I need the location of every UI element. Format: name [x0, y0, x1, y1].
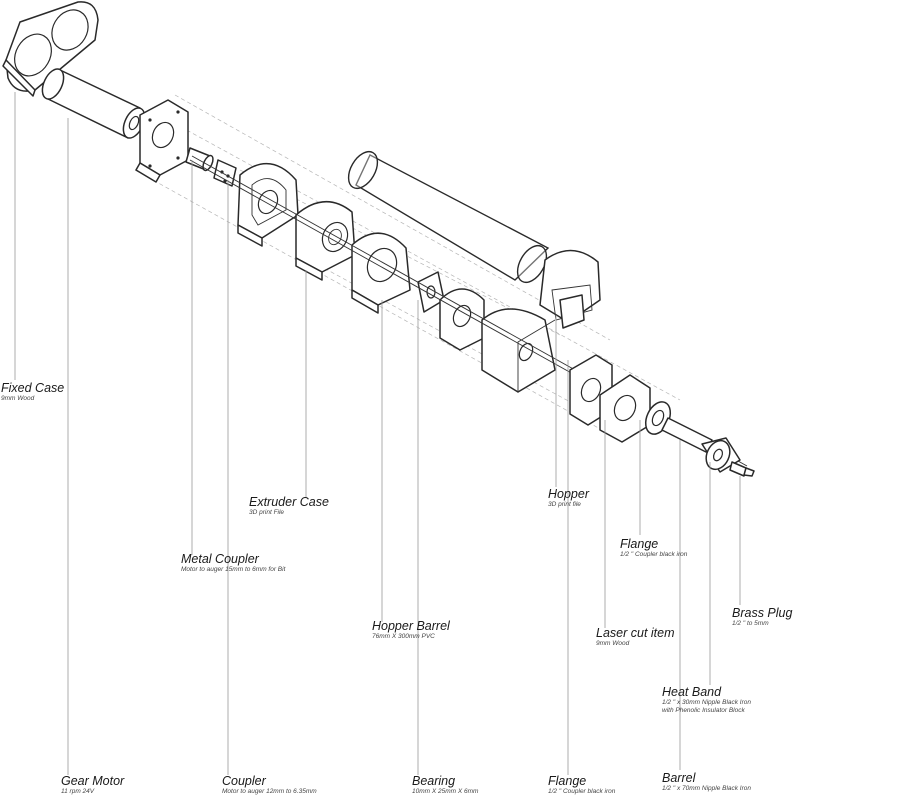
label-laser-cut-item: Laser cut item 9mm Wood: [596, 626, 675, 648]
label-subtitle: 9mm Wood: [1, 395, 35, 402]
label-brass-plug: Brass Plug 1/2 " to 5mm: [732, 606, 792, 628]
label-subtitle: 76mm X 300mm PVC: [372, 633, 435, 640]
label-title: Metal Coupler: [181, 552, 259, 566]
label-barrel: Barrel 1/2 " x 70mm Nipple Black Iron: [662, 771, 751, 793]
front-plate-part: [439, 288, 485, 351]
extruder-case-part: [237, 162, 299, 247]
label-coupler: Coupler Motor to auger 12mm to 6.35mm: [222, 774, 317, 796]
label-title: Brass Plug: [732, 606, 793, 620]
label-subtitle: 1/2 " to 5mm: [732, 620, 769, 627]
label-metal-coupler: Metal Coupler Motor to auger 15mm to 6mm…: [181, 552, 285, 574]
label-gear-motor: Gear Motor 11 rpm 24V: [61, 774, 124, 796]
gear-motor-part: [41, 68, 146, 139]
label-flange-upper: Flange 1/2 " Coupler black iron: [620, 537, 687, 559]
heat-band-part: [701, 437, 741, 473]
label-subtitle: 1/2 " Coupler black iron: [620, 551, 688, 558]
label-subtitle: Motor to auger 15mm to 6mm for Bit: [181, 566, 286, 573]
label-subtitle: 3D print file: [548, 501, 581, 508]
label-title: Hopper: [548, 487, 589, 501]
label-fixed-case: Fixed Case 9mm Wood: [1, 381, 64, 403]
motor-mount-plate-part: [135, 99, 189, 183]
bearing-housing-part: [351, 232, 411, 314]
brass-plug-part: [729, 461, 755, 477]
label-title: Flange: [620, 537, 659, 551]
label-title: Gear Motor: [61, 774, 125, 788]
label-subtitle: 10mm X 25mm X 6mm: [412, 788, 479, 795]
label-flange-lower: Flange 1/2 " Coupler black iron: [548, 774, 615, 796]
label-subtitle: 1/2 " x 30mm Nipple Black Iron: [662, 699, 752, 706]
label-subtitle: 9mm Wood: [596, 640, 630, 647]
fixed-case-part: [2, 1, 99, 97]
gear-housing-part: [295, 200, 356, 281]
label-title: Flange: [548, 774, 587, 788]
label-title: Hopper Barrel: [372, 619, 450, 633]
hopper-block-part: [481, 308, 556, 393]
label-heat-band: Heat Band 1/2 " x 30mm Nipple Black Iron…: [662, 685, 751, 715]
flange-plate-part: [599, 374, 651, 443]
hopper-part: [539, 249, 601, 329]
label-title: Heat Band: [662, 685, 722, 699]
leader-lines: [14, 92, 741, 775]
label-subtitle: 1/2 " x 70mm Nipple Black Iron: [662, 785, 752, 792]
label-title: Bearing: [412, 774, 456, 788]
label-subtitle: 11 rpm 24V: [61, 788, 95, 795]
barrel-pipe-part: [661, 417, 713, 453]
label-extruder-case: Extruder Case 3D print File: [249, 495, 329, 517]
hopper-barrel-part: [347, 150, 550, 284]
label-subtitle: 3D print File: [249, 509, 285, 516]
label-subtitle-2: with Phenolic Insulator Block: [662, 707, 745, 714]
label-subtitle: 1/2 " Coupler black iron: [548, 788, 616, 795]
label-subtitle: Motor to auger 12mm to 6.35mm: [222, 788, 317, 795]
metal-coupler-part: [213, 159, 237, 187]
label-bearing: Bearing 10mm X 25mm X 6mm: [412, 774, 478, 796]
label-title: Barrel: [662, 771, 696, 785]
label-title: Extruder Case: [249, 495, 329, 509]
label-hopper-barrel: Hopper Barrel 76mm X 300mm PVC: [372, 619, 450, 641]
label-title: Fixed Case: [1, 381, 65, 395]
label-title: Coupler: [222, 774, 266, 788]
label-hopper: Hopper 3D print file: [548, 487, 589, 509]
label-title: Laser cut item: [596, 626, 675, 640]
